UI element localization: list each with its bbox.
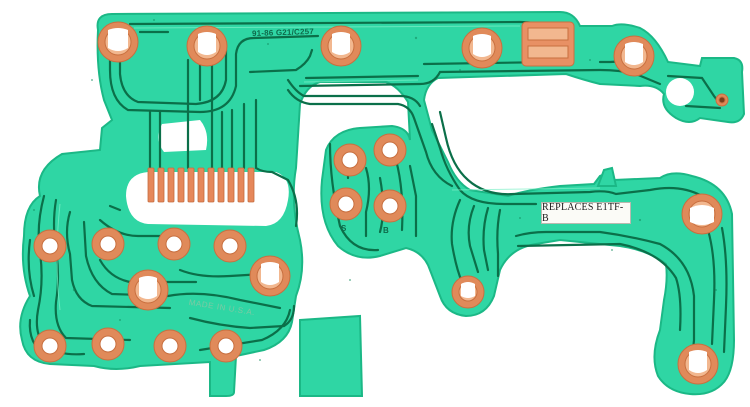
pad-low-3	[157, 227, 191, 261]
film-speckles	[33, 19, 717, 361]
ground-eyelet	[715, 93, 729, 107]
connector-fingers	[147, 167, 255, 203]
pad-top-3	[320, 25, 362, 67]
pad-mid-4	[373, 189, 407, 223]
pad-right-1	[451, 275, 485, 309]
pin-mark-b: B	[383, 226, 389, 235]
pad-low-10	[209, 329, 243, 363]
pad-low-4	[213, 229, 247, 263]
pad-mid-2	[373, 133, 407, 167]
pad-top-2	[186, 25, 228, 67]
pad-top-5	[613, 35, 655, 77]
pin-mark-s: S	[341, 224, 347, 233]
pad-mid-1	[333, 143, 367, 177]
pad-low-7	[33, 329, 67, 363]
pad-mid-3	[329, 187, 363, 221]
pad-low-6	[249, 255, 291, 297]
replacement-sticker: REPLACES E1TF-B	[541, 202, 631, 224]
pad-connector-block	[521, 21, 575, 67]
pad-low-8	[91, 327, 125, 361]
pad-low-5	[127, 269, 169, 311]
pad-top-1	[97, 21, 139, 63]
pad-top-4	[461, 27, 503, 69]
pad-right-2	[681, 193, 723, 235]
pad-low-9	[153, 329, 187, 363]
pad-right-3	[677, 343, 719, 385]
pad-low-2	[91, 227, 125, 261]
pad-low-1	[33, 229, 67, 263]
copper-pads	[33, 21, 729, 385]
